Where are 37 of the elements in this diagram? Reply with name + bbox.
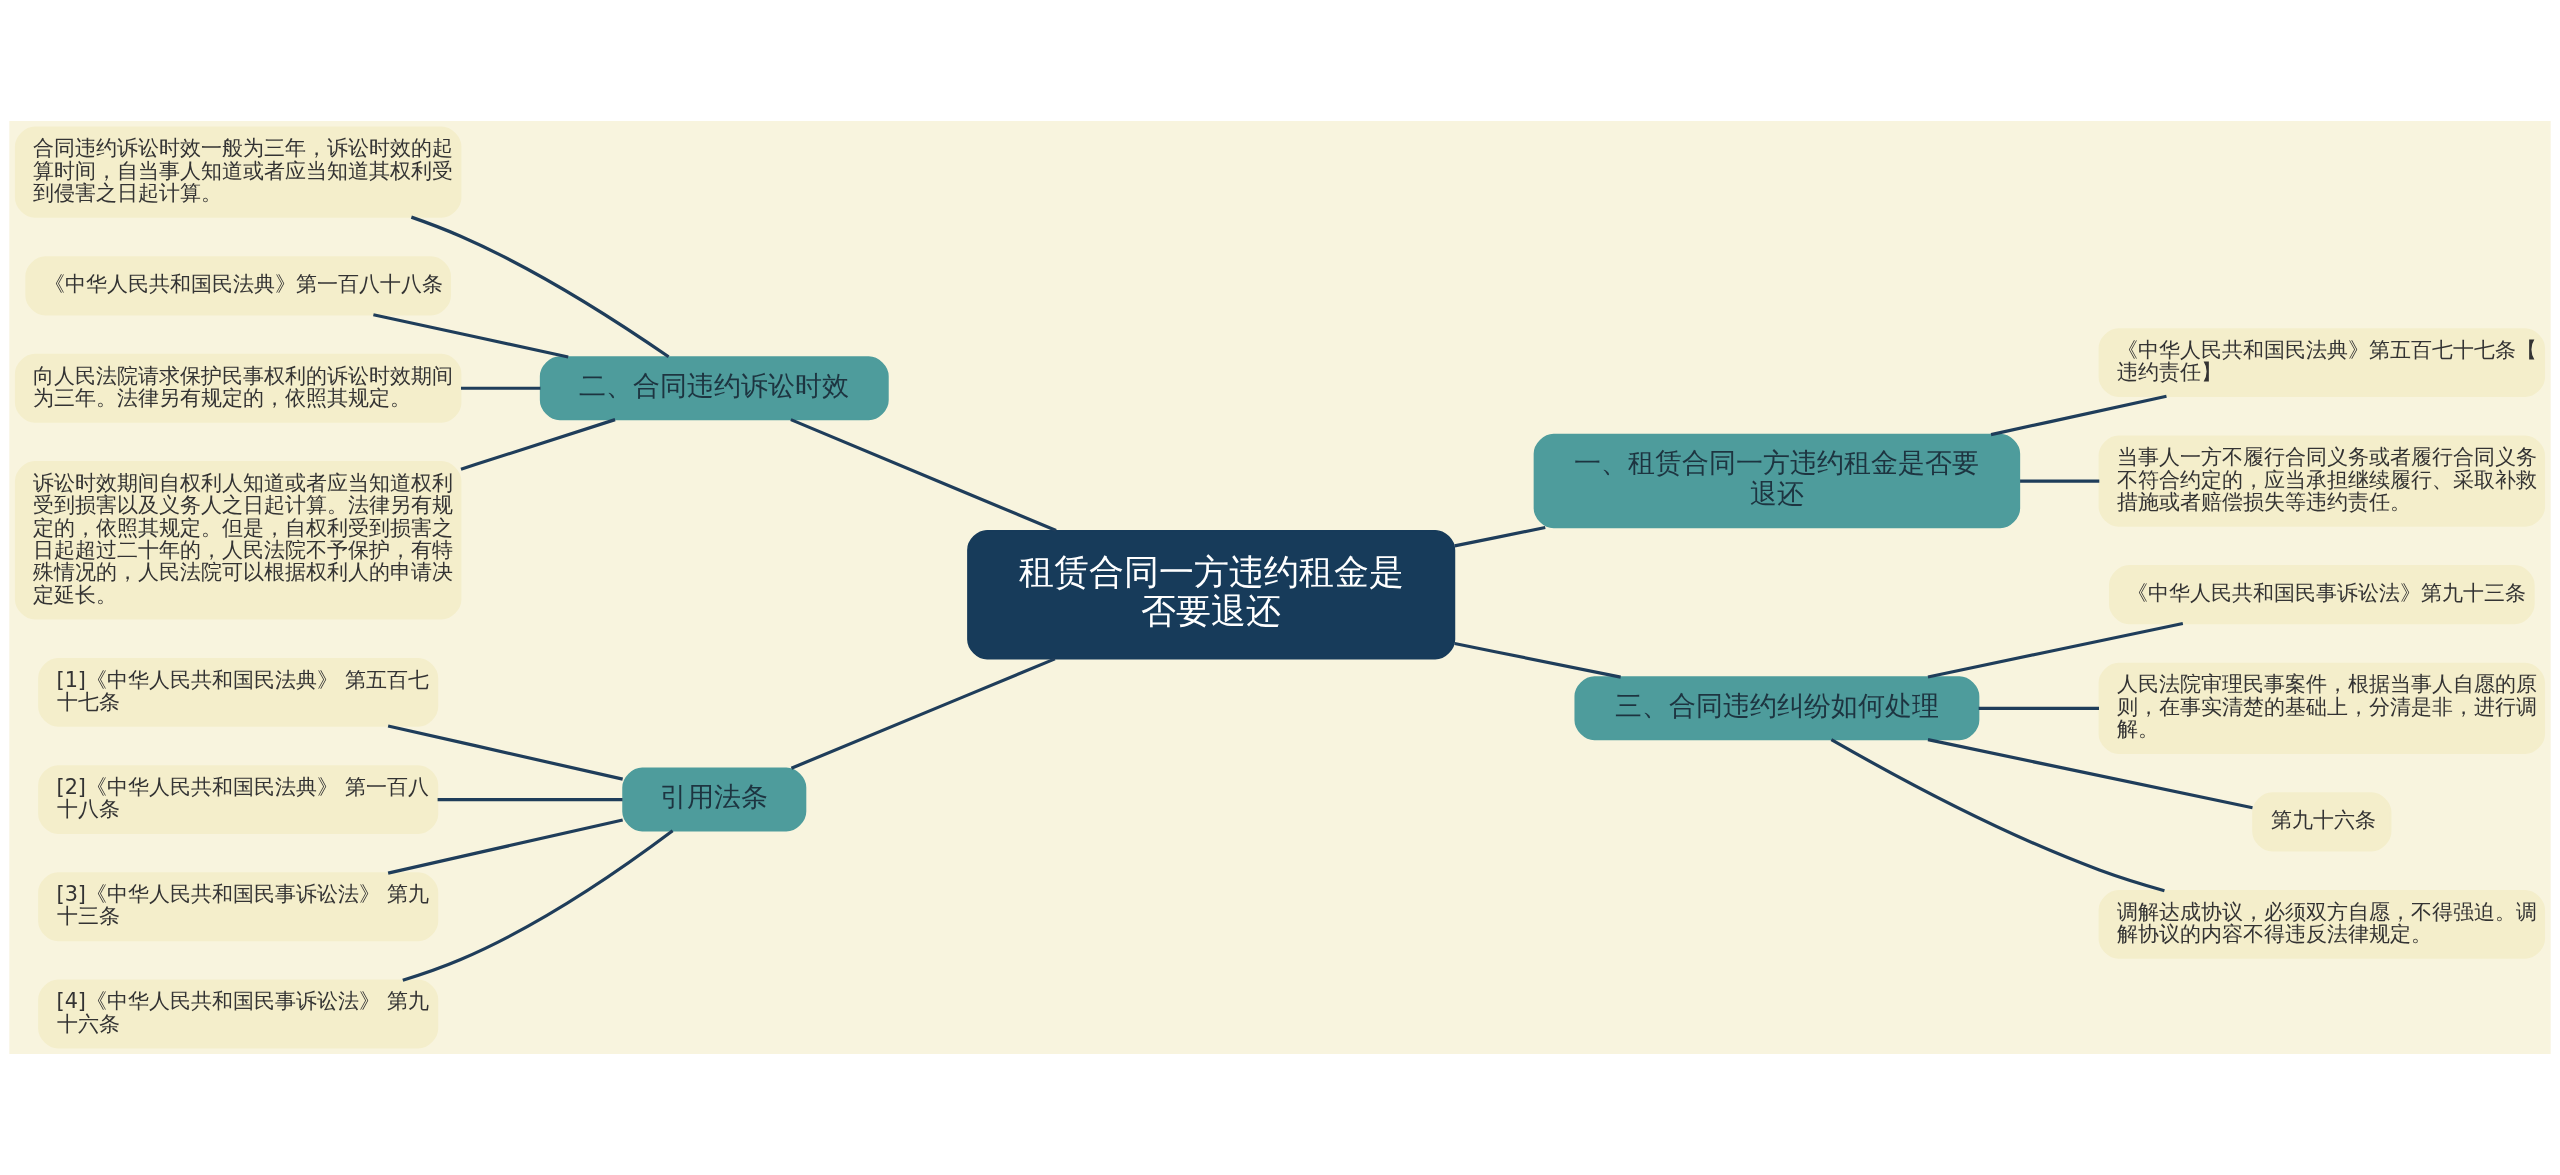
node-box: 诉讼时效期间自权利人知道或者应当知道权利受到损害以及义务人之日起计算。法律另有规定的，依照其规定。但是，自权利受到损害之日起超过二十年的，人民法院不予保护，有特殊情况的，人民法院可以根据权利人的申请决定延长。 xyxy=(14,461,462,620)
connector xyxy=(1830,738,2165,893)
connector xyxy=(461,386,541,390)
connector xyxy=(2020,479,2100,483)
connector xyxy=(1978,706,2099,710)
connector xyxy=(1454,526,1546,548)
connector xyxy=(1990,394,2167,437)
node-box: 《中华人民共和国民事诉讼法》第九十三条 xyxy=(2109,565,2535,625)
connector xyxy=(387,818,624,875)
node-box: [4]《中华人民共和国民事诉讼法》 第九十六条 xyxy=(38,979,439,1049)
node-box: 《中华人民共和国民法典》第五百七十七条【违约责任】 xyxy=(2098,328,2546,398)
node-box: 一、租赁合同一方违约租金是否要退还 xyxy=(1533,433,2021,529)
node-box: 引用法条 xyxy=(622,767,807,832)
connector xyxy=(790,657,1056,770)
node-box: 人民法院审理民事案件，根据当事人自愿的原则，在事实清楚的基础上，分清是非，进行调解。 xyxy=(2098,662,2546,754)
node-box: [1]《中华人民共和国民法典》 第五百七十七条 xyxy=(38,657,439,727)
connector xyxy=(373,313,569,359)
node-box: 调解达成协议，必须双方自愿，不得强迫。调解协议的内容不得违反法律规定。 xyxy=(2098,889,2546,959)
node-box: 向人民法院请求保护民事权利的诉讼时效期间为三年。法律另有规定的，依照其规定。 xyxy=(14,353,462,423)
connector xyxy=(1454,641,1621,679)
connector xyxy=(1927,738,2253,810)
connector xyxy=(1927,621,2184,679)
connector xyxy=(437,797,623,802)
connector xyxy=(790,418,1057,532)
connector xyxy=(460,418,616,471)
node-box: 合同违约诉讼时效一般为三年，诉讼时效的起算时间，自当事人知道或者应当知道其权利受到侵害之日起计算。 xyxy=(14,126,462,218)
node-box: 三、合同违约纠纷如何处理 xyxy=(1574,676,1980,741)
node-box: 当事人一方不履行合同义务或者履行合同义务不符合约定的，应当承担继续履行、采取补救措施或者赔偿损失等违约责任。 xyxy=(2098,435,2546,527)
node-box: 《中华人民共和国民法典》第一百八十八条 xyxy=(25,256,452,316)
node-box: 租赁合同一方违约租金是否要退还 xyxy=(967,529,1456,660)
node-box: 二、合同违约诉讼时效 xyxy=(539,356,889,421)
connector xyxy=(402,829,674,982)
node-box: [2]《中华人民共和国民法典》 第一百八十八条 xyxy=(38,765,439,834)
connector xyxy=(387,724,624,781)
node-box: [3]《中华人民共和国民事诉讼法》 第九十三条 xyxy=(38,872,439,942)
connector xyxy=(410,215,670,359)
node-box: 第九十六条 xyxy=(2252,792,2392,852)
